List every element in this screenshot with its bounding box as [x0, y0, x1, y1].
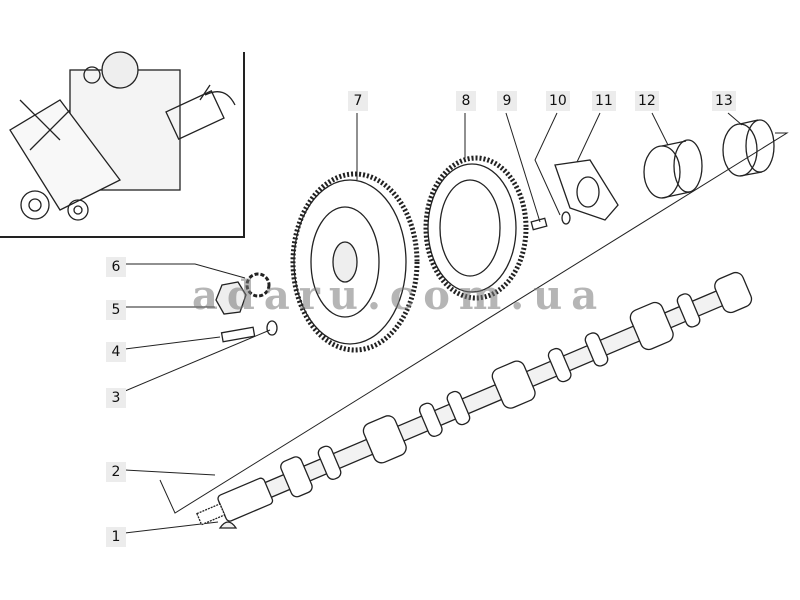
- callout-12: 12: [635, 91, 659, 111]
- camshaft-2: [196, 271, 753, 526]
- callout-8: 8: [456, 91, 476, 111]
- lock-washer-6: [245, 272, 271, 298]
- callout-1: 1: [106, 527, 126, 547]
- washer-3: [266, 320, 278, 336]
- callout-9: 9: [497, 91, 517, 111]
- callout-2: 2: [106, 462, 126, 482]
- callout-4: 4: [106, 342, 126, 362]
- bushing-13: [722, 119, 775, 177]
- callout-10: 10: [546, 91, 570, 111]
- callout-13: 13: [712, 91, 736, 111]
- bushing-12: [643, 139, 703, 199]
- gear-ring-8: [423, 155, 529, 301]
- leader-lines: [124, 112, 789, 534]
- key-1: [218, 521, 238, 529]
- thrust-plate-11: [554, 159, 619, 221]
- camshaft-gear-7: [290, 171, 420, 353]
- engine-inset: [0, 51, 245, 238]
- bolt-4: [220, 326, 256, 343]
- callout-7: 7: [348, 91, 368, 111]
- callout-6: 6: [106, 257, 126, 277]
- callout-3: 3: [106, 388, 126, 408]
- callout-5: 5: [106, 300, 126, 320]
- nut-5: [215, 281, 247, 315]
- washer-10: [561, 211, 571, 225]
- callout-11: 11: [592, 91, 616, 111]
- watermark: adaru.com.ua: [192, 272, 607, 319]
- bolt-9: [530, 217, 548, 231]
